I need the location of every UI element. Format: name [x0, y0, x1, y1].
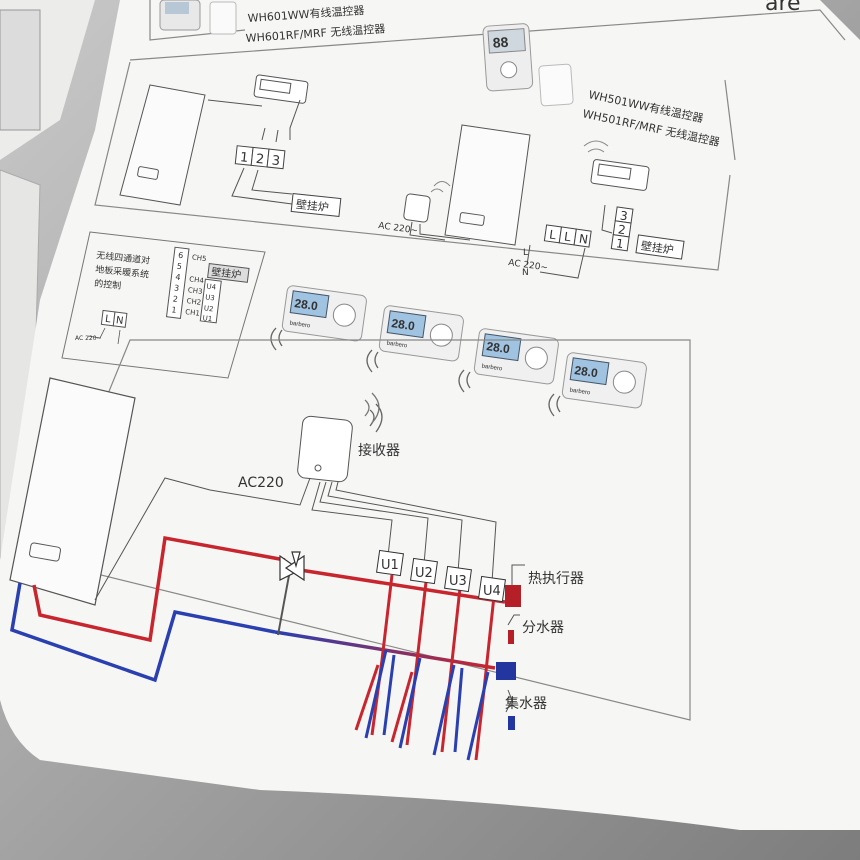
wh501-display-value: 88 — [492, 34, 509, 51]
zone-output-boxes: U1 U2 U3 U4 — [376, 549, 506, 603]
zone-terminal-3: 3 — [174, 283, 180, 293]
zone-power-l: L — [104, 314, 111, 326]
terminal-block-left: 1 2 3 — [234, 145, 286, 169]
thermal-actuator — [505, 585, 521, 607]
zone-channel-4: CH4 — [189, 275, 205, 285]
boiler-left-outline — [119, 84, 206, 206]
thermostat-4-display: 28.0 — [574, 363, 599, 380]
receiver-main — [297, 415, 353, 483]
wh601-receiver-image — [209, 1, 237, 35]
terminal-right-1: 1 — [615, 236, 625, 251]
return-manifold-label: 集水器 — [505, 695, 547, 712]
boiler-center-outline — [444, 124, 531, 246]
terminal-block-right: 3 2 1 — [610, 206, 634, 252]
boiler-label-left: 壁挂炉 — [295, 197, 329, 214]
zone-terminal-2: 2 — [172, 294, 178, 304]
thermostat-1-brand: barbero — [289, 321, 311, 330]
terminal-left-1: 1 — [239, 150, 249, 166]
power-l-label: L — [523, 248, 528, 258]
thermostat-3-brand: barbero — [481, 364, 503, 373]
boiler-label-right-box — [635, 234, 685, 260]
return-manifold-end — [508, 716, 515, 730]
boiler-main-outline — [9, 377, 136, 606]
boiler-label-left-box — [290, 192, 342, 218]
actuator-label: 热执行器 — [528, 571, 584, 587]
thermostat-wired-right — [590, 159, 650, 191]
zone-panel-title-3: 的控制 — [94, 277, 122, 292]
thermostat-4-brand: barbero — [569, 388, 591, 397]
power-terminal-1: L — [548, 227, 557, 242]
zone-power-n: N — [115, 315, 124, 327]
terminal-left-3: 3 — [271, 153, 281, 169]
thermostat-2: 28.0 barbero — [378, 305, 464, 362]
supply-manifold-end — [508, 630, 514, 644]
main-heating-diagram: 接收器 AC220 — [9, 339, 691, 761]
supply-manifold-label: 分水器 — [522, 620, 564, 636]
terminal-right-3: 3 — [619, 209, 629, 224]
return-loops — [364, 649, 490, 761]
terminal-right-2: 2 — [617, 222, 627, 237]
thermostat-3-display: 28.0 — [486, 339, 511, 356]
thermostat-wired-left — [253, 74, 309, 104]
boiler-label-right: 壁挂炉 — [640, 238, 675, 256]
main-output-u4: U4 — [483, 584, 501, 599]
catalog-page — [0, 0, 860, 830]
zone-terminal-1: 1 — [171, 305, 177, 315]
main-output-u1: U1 — [381, 558, 399, 573]
receiver-label: 接收器 — [358, 442, 400, 459]
thermostat-1-display: 28.0 — [294, 296, 319, 313]
zone-output-u3: U3 — [205, 293, 215, 302]
zone-boiler-label: 壁挂炉 — [211, 265, 242, 282]
thermostat-2-display: 28.0 — [391, 316, 416, 333]
zone-channel-5: CH5 — [191, 253, 206, 263]
return-pipe-main — [10, 582, 276, 683]
terminal-left-2: 2 — [255, 152, 265, 168]
zone-ac-label: AC 220~ — [75, 335, 102, 342]
power-terminal-block: L L N — [543, 224, 592, 248]
zone-terminal-4: 4 — [175, 273, 181, 283]
zone-terminal-6: 6 — [178, 251, 184, 261]
thermostat-2-brand: barbero — [386, 341, 408, 350]
receiver-small — [403, 193, 431, 223]
zone-boiler-label-box — [207, 262, 250, 283]
thermostat-4: 28.0 barbero — [561, 352, 647, 409]
zone-output-u4: U4 — [206, 282, 217, 291]
zone-channel-3: CH3 — [187, 286, 202, 296]
bypass-pipe — [277, 569, 291, 636]
zone-output-u1: U1 — [202, 314, 212, 323]
supply-pipe-main — [32, 535, 286, 643]
wh501-receiver-image — [538, 63, 574, 107]
left-page-photo — [0, 9, 41, 131]
wh501-thermostat-image: 88 — [482, 23, 534, 92]
power-n-label: N — [522, 268, 529, 278]
zone-channel-2: CH2 — [186, 297, 201, 307]
main-output-u3: U3 — [449, 574, 467, 589]
zone-terminal-5: 5 — [176, 262, 182, 272]
return-manifold-cap — [496, 662, 516, 680]
zone-control-panel: 无线四通道对 地板采暖系统 的控制 6 5 4 3 2 1 CH5 CH4 CH… — [61, 231, 266, 379]
three-way-valve — [279, 551, 305, 582]
thermostat-1: 28.0 barbero — [281, 285, 367, 342]
zone-output-u2: U2 — [203, 304, 213, 313]
wiring-panel: 1 2 3 壁挂炉 AC 220~ 3 2 1 壁挂炉 — [94, 61, 731, 279]
zone-channel-1: CH1 — [185, 308, 200, 318]
main-output-u2: U2 — [415, 566, 433, 581]
ac220-label: AC220 — [238, 475, 284, 491]
power-terminal-2: L — [563, 230, 572, 245]
wireless-signal-icons — [270, 327, 561, 433]
supply-pipe-header — [299, 568, 506, 604]
power-terminal-3: N — [578, 232, 589, 247]
